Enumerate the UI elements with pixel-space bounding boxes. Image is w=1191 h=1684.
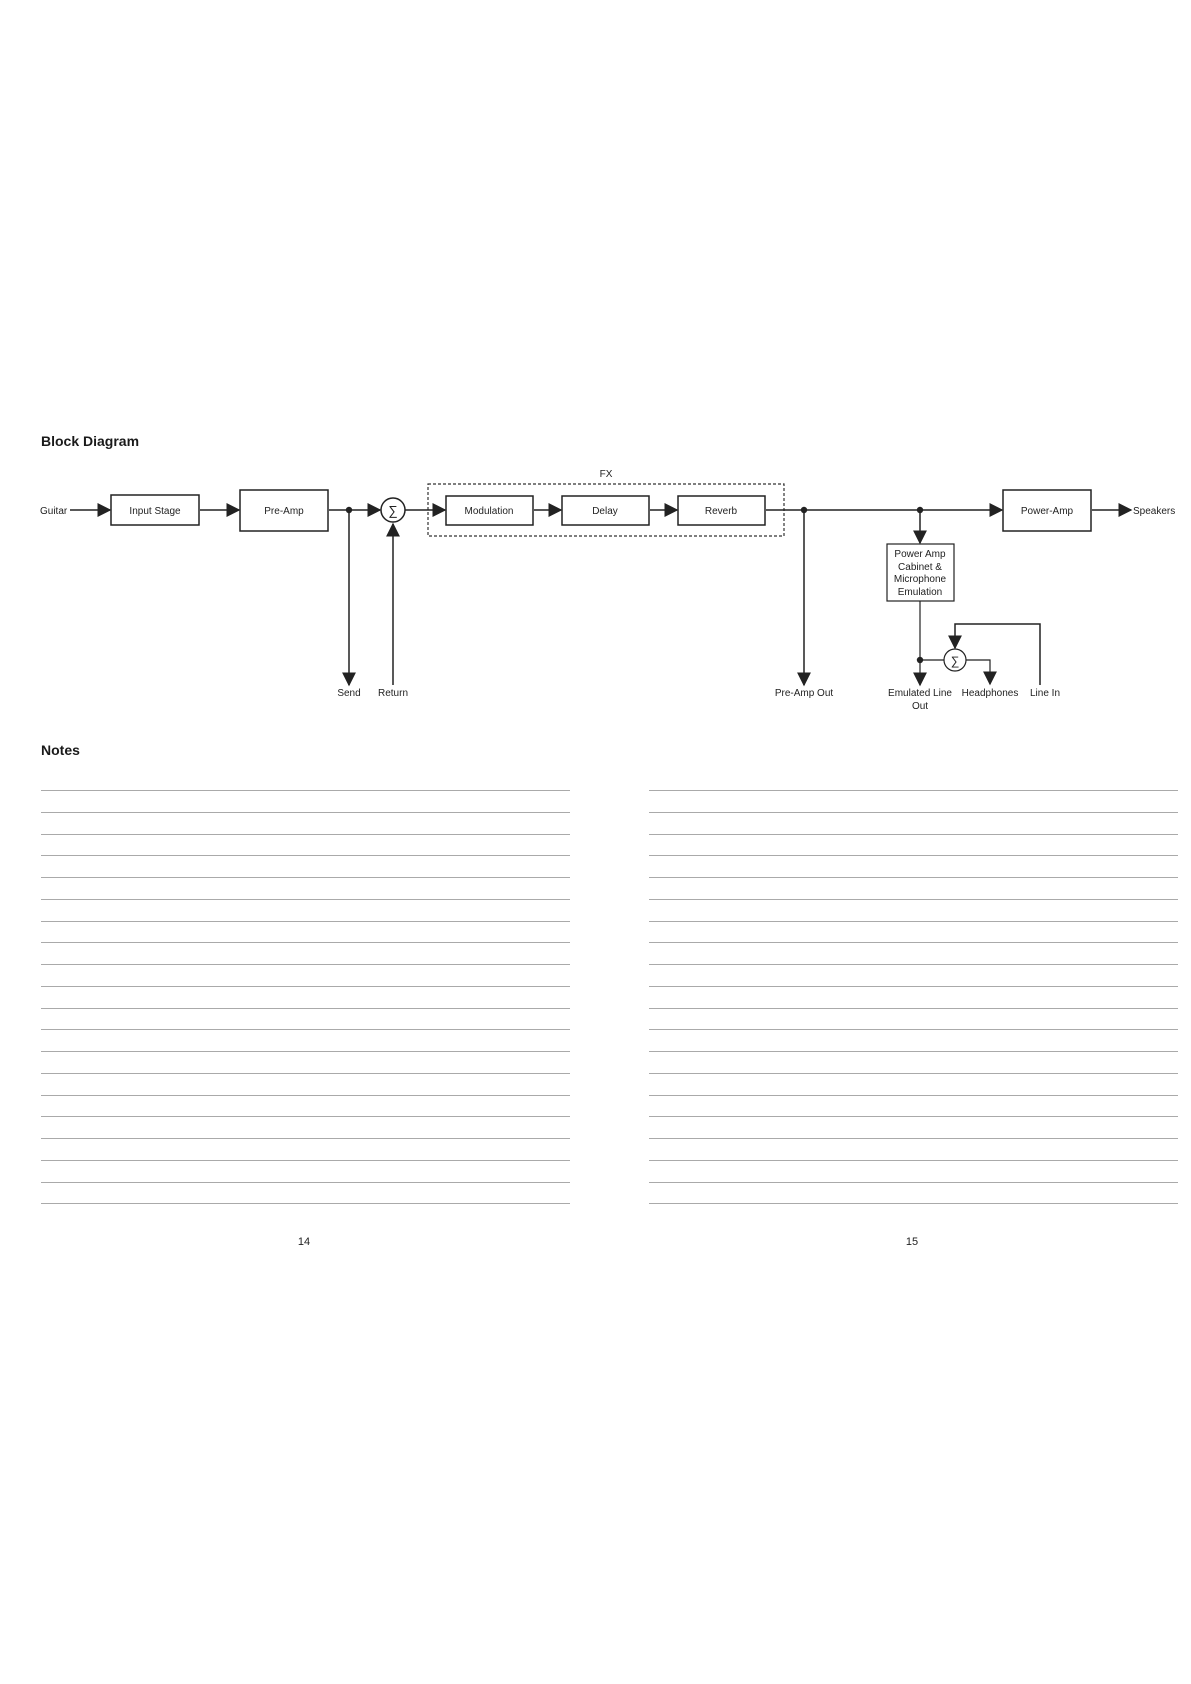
note-line	[649, 942, 1178, 943]
note-line	[649, 1073, 1178, 1074]
note-line	[41, 1029, 570, 1030]
note-line	[41, 1138, 570, 1139]
note-line	[649, 1095, 1178, 1096]
note-line	[41, 877, 570, 878]
speakers-label: Speakers	[1133, 506, 1175, 517]
note-line	[41, 1095, 570, 1096]
note-line	[649, 1029, 1178, 1030]
headphones-label: Headphones	[962, 688, 1019, 699]
note-line	[41, 986, 570, 987]
delay-label: Delay	[592, 506, 618, 517]
note-line	[649, 964, 1178, 965]
sum-symbol-1: ∑	[388, 503, 397, 518]
note-line	[41, 812, 570, 813]
return-label: Return	[378, 688, 408, 699]
note-line	[41, 1073, 570, 1074]
note-line	[41, 855, 570, 856]
note-line	[41, 790, 570, 791]
note-line	[649, 1116, 1178, 1117]
note-line	[41, 964, 570, 965]
note-line	[649, 1051, 1178, 1052]
input-stage-label: Input Stage	[129, 506, 181, 517]
emulation-label-line-4: Emulation	[898, 587, 942, 598]
note-line	[649, 877, 1178, 878]
emulation-label-line-3: Microphone	[894, 574, 947, 585]
note-line	[41, 1160, 570, 1161]
note-line	[649, 1008, 1178, 1009]
note-line	[41, 1182, 570, 1183]
block-diagram: FX Input Stage Pre-Amp ∑ Modulation Dela…	[0, 0, 1191, 730]
note-line	[649, 834, 1178, 835]
note-line	[649, 899, 1178, 900]
note-line	[649, 1203, 1178, 1204]
emulated-line-out-label-2: Out	[912, 701, 928, 712]
guitar-label: Guitar	[40, 506, 68, 517]
page-number-left: 14	[284, 1236, 324, 1248]
note-line	[649, 1182, 1178, 1183]
note-line	[41, 1203, 570, 1204]
send-label: Send	[337, 688, 360, 699]
emulation-label-line-2: Cabinet &	[898, 562, 942, 573]
fx-label: FX	[600, 469, 613, 480]
note-line	[41, 921, 570, 922]
note-line	[649, 1160, 1178, 1161]
note-line	[649, 921, 1178, 922]
page-number-right: 15	[892, 1236, 932, 1248]
note-line	[41, 1008, 570, 1009]
note-line	[41, 834, 570, 835]
modulation-label: Modulation	[465, 506, 514, 517]
reverb-label: Reverb	[705, 506, 738, 517]
emulation-label-line-1: Power Amp	[894, 549, 946, 560]
sum-symbol-2: ∑	[951, 654, 960, 668]
notes-title: Notes	[41, 742, 80, 758]
note-line	[649, 790, 1178, 791]
note-line	[41, 899, 570, 900]
note-line	[649, 855, 1178, 856]
note-line	[649, 986, 1178, 987]
note-line	[41, 1116, 570, 1117]
note-line	[41, 942, 570, 943]
note-line	[649, 1138, 1178, 1139]
note-line	[41, 1051, 570, 1052]
pre-amp-label: Pre-Amp	[264, 506, 304, 517]
line-in-label: Line In	[1030, 688, 1060, 699]
power-amp-label: Power-Amp	[1021, 506, 1074, 517]
emulated-line-out-label-1: Emulated Line	[888, 688, 952, 699]
pre-amp-out-label: Pre-Amp Out	[775, 688, 834, 699]
note-line	[649, 812, 1178, 813]
